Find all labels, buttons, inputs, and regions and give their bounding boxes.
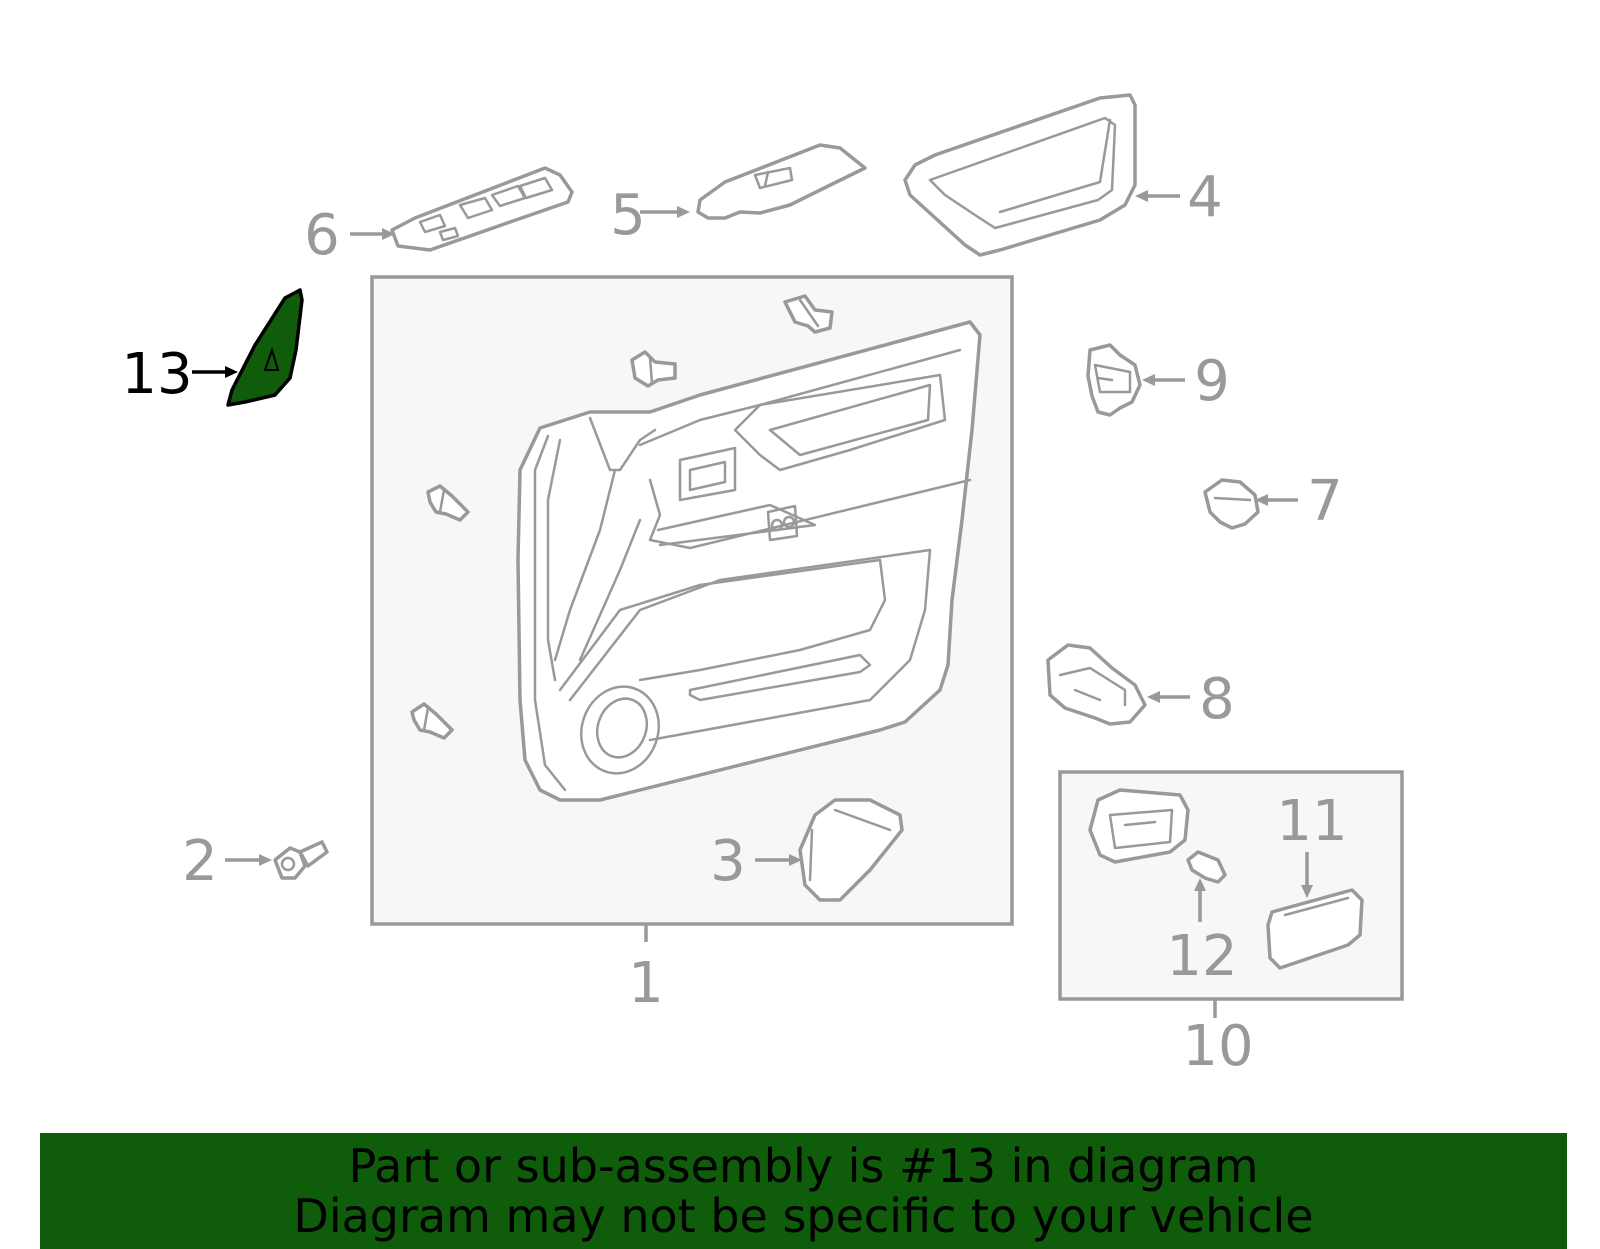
callout-1: 1: [628, 951, 664, 1016]
inside-handle-part-10: [1088, 788, 1190, 864]
clip-part-12: [1186, 850, 1227, 884]
clip-part-2: [273, 840, 329, 880]
clip: [783, 294, 834, 334]
clip: [426, 484, 470, 522]
switch-part-8: [1046, 643, 1147, 726]
door-trim-panel-part-1: [516, 320, 982, 802]
switch-bezel-part-5: [696, 143, 867, 220]
callout-6: 6: [304, 203, 340, 268]
banner-line-2: Diagram may not be specific to your vehi…: [293, 1189, 1314, 1243]
info-banner: Part or sub-assembly is #13 in diagram D…: [40, 1133, 1567, 1249]
callout-8: 8: [1199, 667, 1235, 732]
switch-bezel-part-6: [390, 166, 574, 252]
banner-line-1: Part or sub-assembly is #13 in diagram: [348, 1139, 1259, 1193]
callout-12: 12: [1166, 924, 1237, 989]
callout-13: 13: [121, 342, 192, 407]
cover-part-3: [798, 798, 904, 902]
callout-9: 9: [1194, 349, 1230, 414]
leader-arrows: [192, 190, 1313, 922]
clip: [410, 702, 454, 740]
callout-5: 5: [610, 183, 646, 248]
highlighted-part-13: [226, 288, 304, 407]
callout-4: 4: [1187, 165, 1223, 230]
handle-bezel-part-4: [903, 93, 1137, 257]
callout-3: 3: [710, 829, 746, 894]
callout-2: 2: [182, 829, 218, 894]
cover-part-11: [1266, 888, 1364, 970]
callout-10: 10: [1182, 1014, 1253, 1079]
callout-11: 11: [1276, 789, 1347, 854]
switch-part-9: [1086, 343, 1142, 417]
clip: [630, 350, 677, 388]
callout-7: 7: [1307, 469, 1343, 534]
switch-part-7: [1203, 478, 1260, 530]
